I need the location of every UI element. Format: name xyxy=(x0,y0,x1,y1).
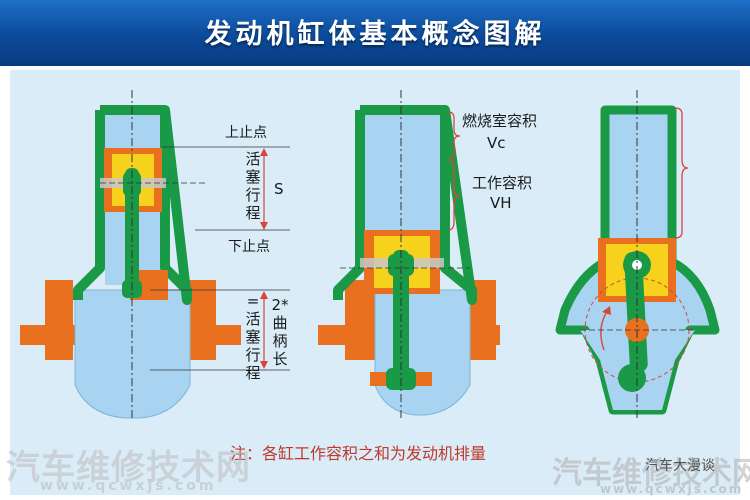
vc-label: Vc xyxy=(487,134,506,152)
tdc-label: 上止点 xyxy=(225,125,267,141)
engine-1-right-bolt xyxy=(186,325,241,345)
engine-3-connecting-rod xyxy=(624,252,648,372)
watermark-left: 汽车维修技术网 xyxy=(6,448,251,488)
engine-2-right-bolt xyxy=(470,325,500,345)
crank-double-label: 2*曲柄长 xyxy=(271,296,289,368)
combustion-volume-label: 燃烧室容积 xyxy=(462,112,538,130)
bdc-label: 下止点 xyxy=(228,239,270,255)
displacement-note: 注：各缸工作容积之和为发动机排量 xyxy=(230,444,487,463)
engine-3 xyxy=(555,90,720,420)
wechat-watermark: 汽车大漫谈 xyxy=(645,458,715,474)
s-symbol: S xyxy=(274,180,284,198)
engine-1-left-flange xyxy=(45,280,73,360)
page-title: 发动机缸体基本概念图解 xyxy=(204,19,546,50)
engine-1 xyxy=(20,90,290,420)
vc-brace xyxy=(447,111,461,161)
engine-3-rod-big-end xyxy=(618,364,646,392)
engine-2-rod-small-end xyxy=(388,254,414,276)
engine-1-connecting-rod xyxy=(125,168,139,286)
header-banner: 发动机缸体基本概念图解 xyxy=(0,0,750,66)
engine-3-brace xyxy=(674,107,689,239)
engine-2 xyxy=(318,90,500,420)
watermark-right: 汽车维修技术网 xyxy=(552,456,750,491)
working-volume-label: 工作容积 xyxy=(472,174,533,192)
vh-label: VH xyxy=(490,194,512,212)
crank-equal-label: =活塞行程 xyxy=(245,292,261,382)
engine-1-rod-small-end xyxy=(123,172,141,196)
engine-1-cylinder-wall xyxy=(73,105,192,305)
engine-1-left-bolt xyxy=(20,325,75,345)
watermark-left-url: www.qcwxjs.com xyxy=(40,478,217,494)
engine-1-crank-right xyxy=(150,270,168,300)
vh-brace xyxy=(447,159,461,231)
engine-1-crankcase xyxy=(74,289,191,419)
engine-2-crankcase xyxy=(374,289,471,416)
stroke-label: 活塞行程 xyxy=(245,150,261,222)
watermark-right-url: www.qcwxjs.com xyxy=(600,482,744,496)
engine-1-right-flange xyxy=(188,280,216,360)
